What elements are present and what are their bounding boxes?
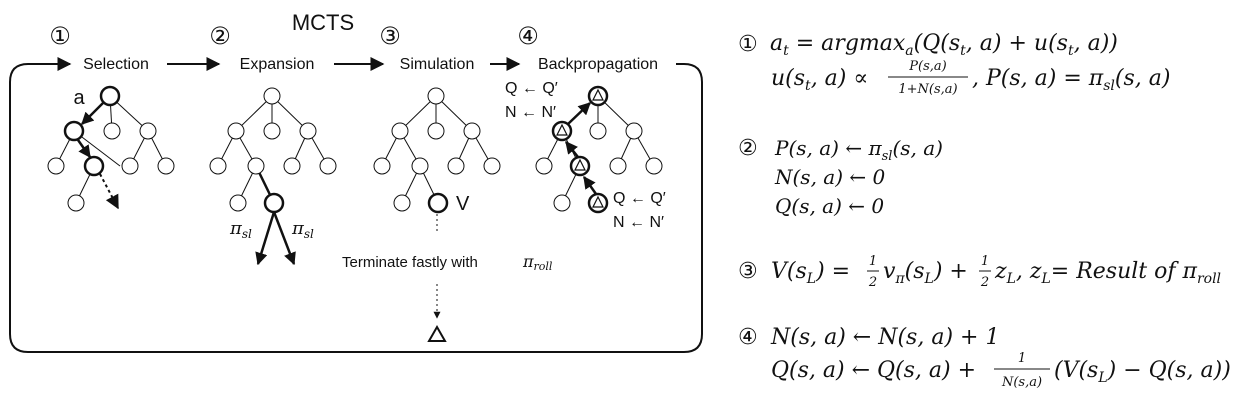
equation-2-line-1: P(s, a) ← πsl(s, a) [774,136,943,164]
expansion-policy-right: πsl [291,218,314,241]
backprop-n-update-top: N ← N′ [505,104,556,121]
selection-nodes [47,85,175,212]
equation-1-line-1: at = argmaxa(Q(st, a) + u(st, a)) [770,31,1118,59]
equation-2-line-3: Q(s, a) ← 0 [775,194,884,218]
equation-4-line-1: N(s, a) ← N(s, a) + 1 [770,325,999,350]
equation-2-line-2: N(s, a) ← 0 [774,165,885,189]
equation-3-half-2-num: 1 [981,254,989,269]
step-label-backpropagation: Backpropagation [538,56,658,73]
equation-4-line-2-lhs: Q(s, a) ← Q(s, a) + [771,358,976,383]
backprop-n-update-bottom: N ← N′ [613,214,664,231]
backprop-tree [543,95,655,204]
equation-1-fraction-num: P(s,a) [908,59,946,74]
equation-3-half-1-num: 1 [869,254,877,269]
equation-4-fraction-den: N(s,a) [1001,375,1042,390]
simulation-rollout-text: Terminate fastly with [342,254,478,271]
diagram-title: MCTS [292,10,354,35]
equation-3-rhs: zL, zL= Result of πroll [994,259,1221,287]
simulation-rollout-policy: πroll [522,252,553,273]
simulation-value-label: V [456,193,470,215]
equation-3-half-1-den: 2 [868,275,877,290]
step-label-selection: Selection [83,56,149,73]
equation-number-4: ④ [738,324,758,349]
equation-4-fraction-num: 1 [1018,351,1026,366]
step-number-2: ② [209,23,231,50]
backprop-q-update-bottom: Q ← Q′ [613,190,666,207]
equation-3-mid: vπ(sL) + [883,259,968,287]
equation-1-fraction-den: 1+N(s,a) [898,82,957,97]
equation-4-line-2-rhs: (V(sL) − Q(s, a)) [1054,358,1231,386]
equation-1-line-2-rhs: , P(s, a) = πsl(s, a) [972,66,1170,94]
equation-number-2: ② [738,135,758,160]
step-label-simulation: Simulation [400,56,475,73]
expansion-policy-left: πsl [229,218,252,241]
equation-3-half-2-den: 2 [980,275,989,290]
equation-number-1: ① [738,31,758,56]
step-number-1: ① [49,23,71,50]
step-label-expansion: Expansion [240,56,315,73]
selection-action-label: a [73,87,85,109]
equation-1-line-2-lhs: u(st, a) ∝ [771,66,868,94]
backprop-q-update-top: Q ← Q′ [505,80,558,97]
equation-3-lhs: V(sL) = [771,259,850,287]
backprop-triangle-icons [556,88,604,208]
equation-number-3: ③ [738,258,758,283]
simulation-nodes [373,87,501,214]
terminal-triangle-icon [427,324,447,342]
step-number-4: ④ [517,23,539,50]
selection-tree [55,95,167,210]
expansion-nodes [209,87,337,214]
loop-frame [9,63,703,353]
step-number-3: ③ [379,23,401,50]
